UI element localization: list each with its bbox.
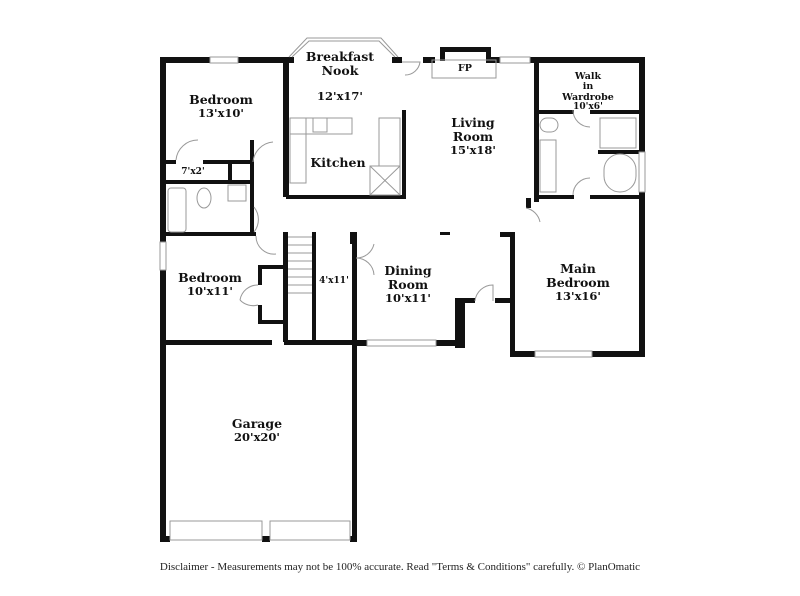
room-label-closet: 7'x2' (181, 167, 205, 178)
room-name: Dining (384, 263, 432, 278)
fixtures (167, 59, 637, 294)
fireplace-label: FP (458, 63, 472, 74)
room-dims-breakfast-nook: 12'x17' (317, 90, 363, 103)
room-name: Nook (321, 62, 359, 78)
room-label-kitchen: Kitchen (310, 156, 365, 170)
room-dimensions: 4'x11' (319, 276, 349, 286)
room-label-storage: 4'x11' (319, 276, 349, 287)
room-dimensions: 12'x17' (317, 89, 363, 103)
room-label-bedroom-1: Bedroom 13'x10' (189, 93, 253, 119)
room-label-breakfast-nook: Breakfast Nook (306, 50, 374, 78)
door-swings (175, 61, 591, 307)
disclaimer-text: Disclaimer - Measurements may not be 100… (159, 561, 641, 573)
room-name: Breakfast (305, 49, 375, 64)
room-dimensions: 20'x20' (234, 429, 280, 444)
room-name: Wardrobe (562, 91, 614, 103)
room-name: Bedroom (546, 274, 610, 290)
room-dimensions: 7'x2' (181, 167, 205, 177)
room-name: in (582, 81, 594, 93)
fireplace-text: FP (458, 63, 472, 74)
exterior-walls (160, 47, 645, 542)
room-label-walk-in-wardrobe: Walk in Wardrobe 10'x6' (562, 71, 614, 113)
room-dimensions: 10'x11' (385, 290, 431, 305)
room-label-bedroom-2: Bedroom 10'x11' (178, 271, 242, 297)
interior-walls (166, 57, 640, 342)
room-label-main-bedroom: Main Bedroom 13'x16' (546, 262, 610, 302)
room-dimensions: 15'x18' (450, 142, 496, 157)
room-name: Room (452, 128, 494, 144)
windows (159, 37, 646, 541)
room-dimensions: 13'x16' (555, 288, 601, 303)
room-name: Garage (231, 416, 283, 431)
room-name: Bedroom (189, 92, 253, 107)
room-name: Bedroom (178, 270, 242, 285)
room-name: Main (560, 261, 596, 276)
room-label-dining-room: Dining Room 10'x11' (384, 264, 431, 304)
room-dimensions: 10'x6' (573, 102, 603, 113)
room-label-living-room: Living Room 15'x18' (450, 116, 496, 156)
room-label-garage: Garage 20'x20' (232, 417, 282, 443)
room-name: Kitchen (310, 155, 366, 170)
room-name: Living (451, 115, 495, 130)
room-dimensions: 10'x11' (187, 283, 233, 298)
room-name: Room (387, 276, 429, 292)
room-name: Walk (574, 71, 602, 82)
room-dimensions: 13'x10' (198, 105, 244, 120)
